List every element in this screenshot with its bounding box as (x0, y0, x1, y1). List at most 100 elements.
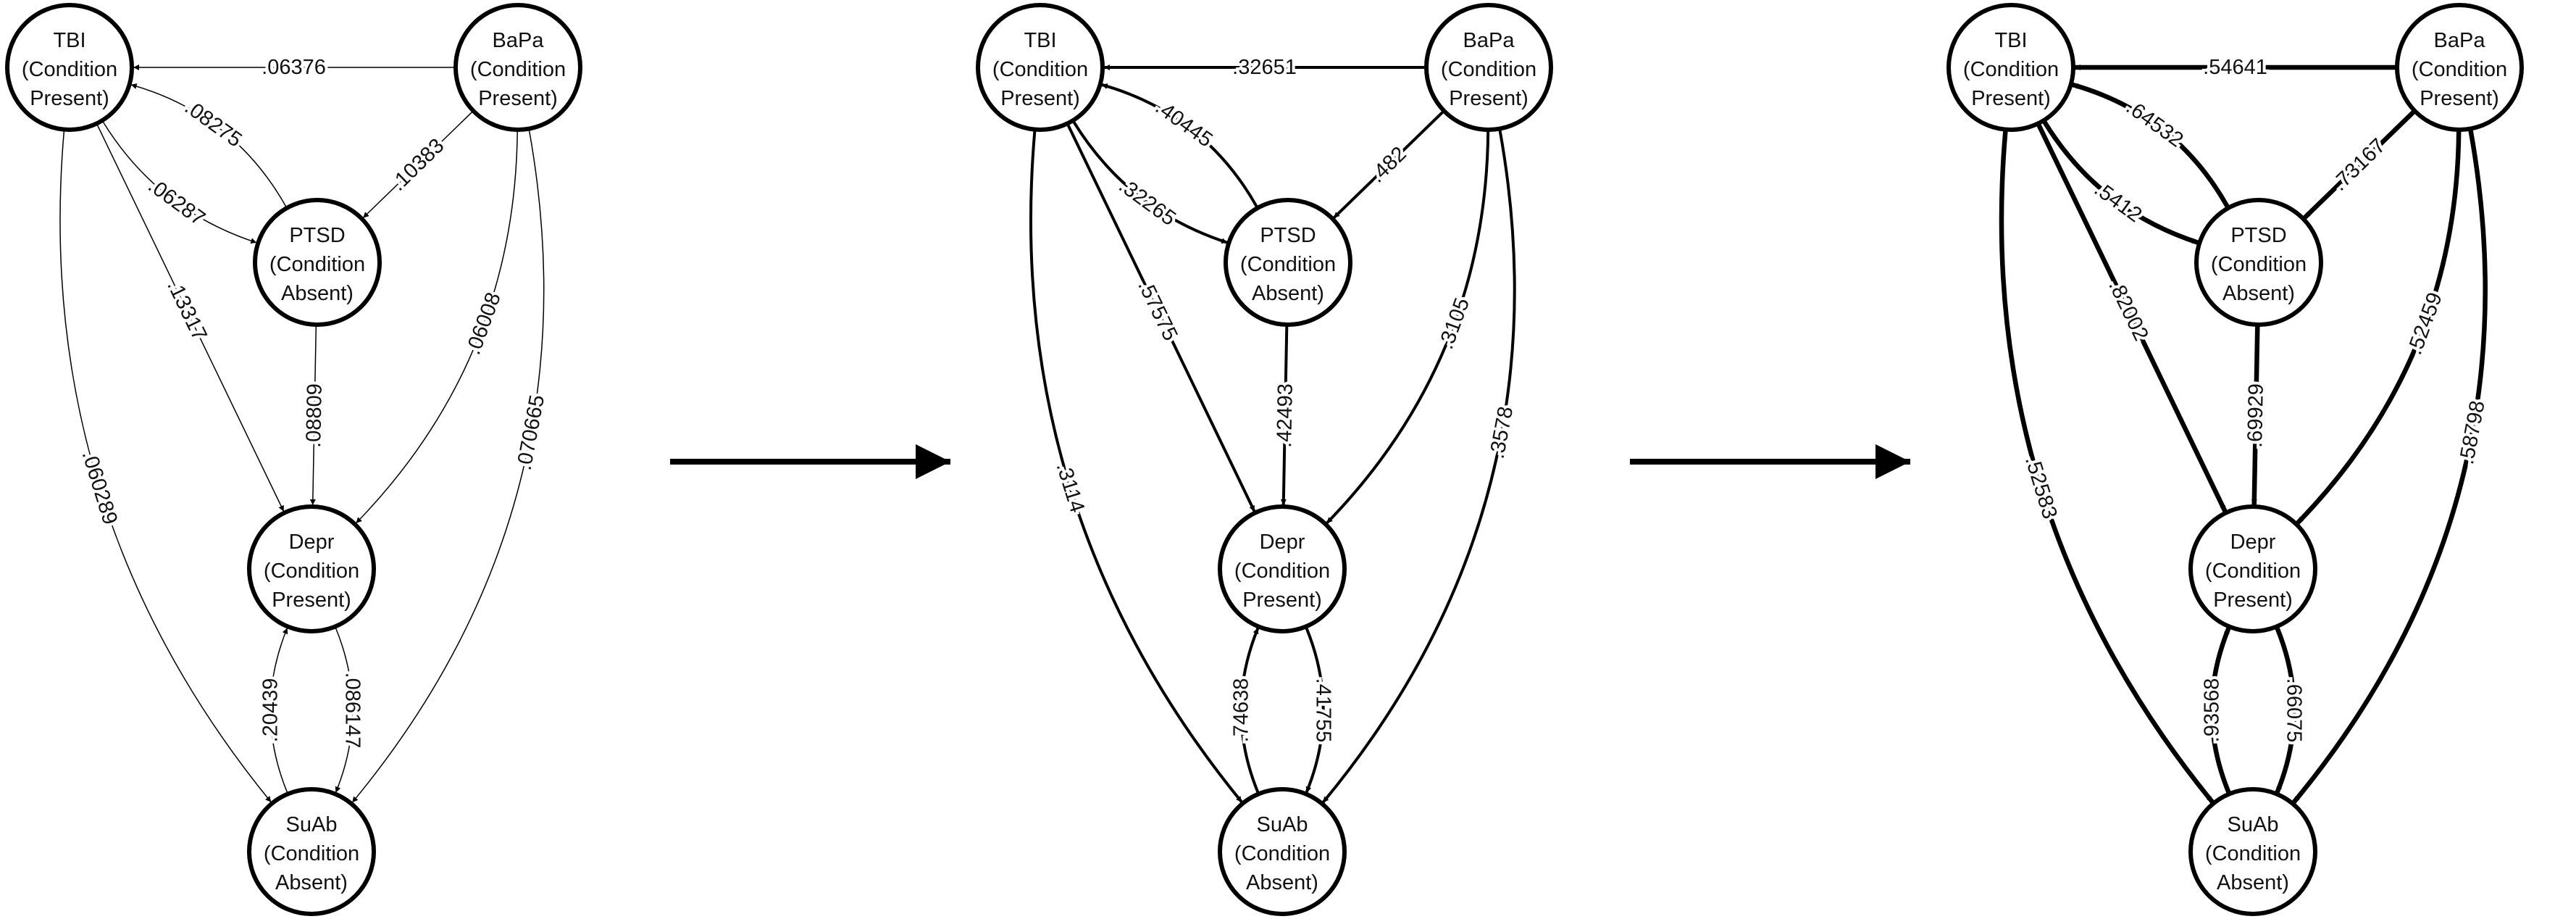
edge-ptsd-to-depr (309, 325, 317, 506)
node-label: (Condition (22, 58, 117, 81)
node-label: Absent) (281, 282, 354, 305)
node-label: (Condition (264, 560, 359, 583)
node-label: SuAb (2228, 813, 2279, 836)
edge-label-ptsd-to-depr: .69929 (2243, 383, 2268, 448)
node-label: Present) (272, 589, 351, 612)
node-circle (5, 3, 134, 132)
edge-bapa-to-depr (355, 130, 518, 524)
node-circle (976, 3, 1105, 132)
edge-label-depr-to-suab: .41755 (1312, 678, 1335, 743)
edge-label-bapa-to-suab: .58798 (2455, 399, 2490, 466)
edge-ptsd-to-depr (1280, 325, 1289, 506)
edge-label-bapa-to-tbi: .54641 (2203, 56, 2267, 79)
node-label: (Condition (1441, 58, 1536, 81)
node-label: (Condition (992, 58, 1088, 81)
node-label: PTSD (2230, 224, 2286, 247)
node-label: Depr (2230, 531, 2276, 554)
edge-label-tbi-to-depr: .82002 (2104, 276, 2152, 344)
edge-label-bapa-to-ptsd: .10383 (387, 134, 449, 196)
node-label: BaPa (493, 29, 545, 52)
edge-label-tbi-to-suab: .3114 (1052, 460, 1089, 515)
node-label: SuAb (1257, 813, 1308, 836)
node-circle (2188, 787, 2317, 916)
edge-label-ptsd-to-depr: .08809 (302, 383, 327, 448)
node-label: Present) (478, 87, 558, 110)
node-label: Depr (289, 531, 335, 554)
edge-label-bapa-to-depr: .3105 (1434, 295, 1474, 352)
edge-label-bapa-to-suab: .3578 (1486, 404, 1518, 460)
edge-label-suab-to-depr: .93568 (2200, 678, 2223, 743)
node-label: Present) (1000, 87, 1080, 110)
edge-label-bapa-to-depr: .52459 (2403, 289, 2447, 357)
node-label: Present) (1242, 589, 1322, 612)
node-label: Present) (30, 87, 109, 110)
edge-tbi-to-ptsd (102, 121, 257, 244)
node-label: TBI (1024, 29, 1056, 52)
node-label: PTSD (1260, 224, 1316, 247)
node-label: (Condition (1234, 560, 1330, 583)
node-label: (Condition (1240, 253, 1336, 276)
diagram-2: .32651.40445.32265.482.57575.3114.42493.… (976, 3, 1553, 916)
node-label: TBI (53, 29, 85, 52)
edge-bapa-to-suab (1321, 130, 1516, 804)
node-label: Present) (1449, 87, 1529, 110)
edge-label-bapa-to-ptsd: .73167 (2328, 134, 2391, 196)
node-label: Absent) (275, 871, 348, 894)
node-label: BaPa (2434, 29, 2486, 52)
edge-tbi-to-suab (59, 130, 272, 803)
edge-depr-to-suab (2275, 627, 2296, 794)
edge-label-bapa-to-tbi: .32651 (1232, 56, 1297, 79)
edge-tbi-to-depr (1066, 124, 1256, 512)
node-label: Absent) (2217, 871, 2289, 894)
node-circle (1218, 787, 1347, 916)
edge-bapa-to-suab (2291, 130, 2488, 804)
edge-label-depr-to-suab: .66075 (2283, 678, 2306, 743)
edge-label-tbi-to-ptsd: .06287 (143, 174, 209, 230)
edge-bapa-to-ptsd (1332, 110, 1444, 220)
node-circle (1218, 504, 1347, 633)
node-label: Present) (2420, 87, 2499, 110)
edge-ptsd-to-tbi (130, 83, 287, 207)
edge-bapa-to-suab (351, 130, 545, 803)
edge-label-tbi-to-depr: .13317 (162, 276, 211, 344)
node-label: Absent) (1246, 871, 1318, 894)
edge-label-tbi-to-suab: .060289 (78, 448, 122, 528)
node-circle (2395, 3, 2524, 132)
node-circle (453, 3, 582, 132)
node-circle (247, 504, 376, 633)
node-label: SuAb (286, 813, 338, 836)
node-circle (2194, 198, 2323, 327)
node-circle (1424, 3, 1553, 132)
edge-label-suab-to-depr: .20439 (259, 678, 282, 743)
edge-suab-to-depr (269, 628, 288, 793)
diagram-3: .54641.64532.5412.73167.82002.52583.6992… (1946, 3, 2524, 916)
node-circle (1224, 198, 1352, 327)
edge-label-tbi-to-suab: .52583 (2020, 454, 2062, 522)
edge-tbi-to-depr (96, 124, 285, 512)
node-label: Present) (2213, 589, 2293, 612)
node-label: (Condition (264, 842, 359, 865)
edge-label-suab-to-depr: .74638 (1229, 678, 1253, 743)
node-label: (Condition (2211, 253, 2307, 276)
edge-bapa-to-ptsd (362, 111, 473, 219)
node-label: (Condition (1234, 842, 1330, 865)
node-label: Present) (1971, 87, 2051, 110)
node-label: Depr (1260, 531, 1305, 554)
edge-label-ptsd-to-tbi: .64532 (2122, 96, 2188, 152)
node-circle (1946, 3, 2075, 132)
edge-label-ptsd-to-tbi: .08275 (180, 96, 246, 152)
node-label: Absent) (1252, 282, 1324, 305)
